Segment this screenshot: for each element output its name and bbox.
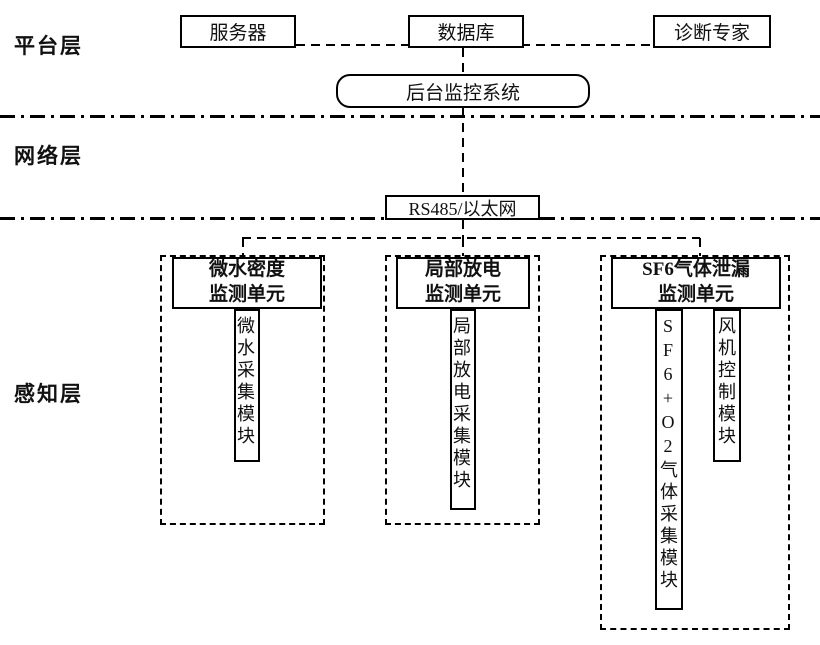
- connector-bus-distribution: [462, 220, 464, 238]
- module-partial-discharge-collect: 局部放电采集模块: [450, 309, 476, 510]
- unit-partial-discharge: [385, 255, 540, 525]
- unit-sf6-leak: [600, 255, 790, 630]
- connector-monitor-bus: [462, 108, 464, 196]
- bus-label: RS485/以太网: [408, 198, 517, 219]
- server-label: 服务器: [209, 23, 267, 44]
- distribution-line: [242, 237, 700, 239]
- unit-micro-water-header: 微水密度 监测单元: [172, 257, 322, 309]
- bus-box: RS485/以太网: [385, 195, 540, 220]
- layer-label-perception: 感知层: [14, 382, 83, 406]
- module-micro-water-collect: 微水采集模块: [234, 309, 260, 462]
- connector-database-monitor: [462, 48, 464, 75]
- unit-sf6-leak-header: SF6气体泄漏 监测单元: [611, 257, 781, 309]
- divider-platform-network: [0, 115, 820, 118]
- diagnosis-expert-label: 诊断专家: [673, 23, 750, 44]
- layer-label-platform: 平台层: [14, 34, 83, 58]
- server-box: 服务器: [180, 15, 296, 48]
- database-box: 数据库: [408, 15, 524, 48]
- drop-to-unit-2: [462, 238, 464, 256]
- database-label: 数据库: [437, 23, 495, 44]
- drop-to-unit-1: [242, 238, 244, 256]
- module-sf6-o2-gas-collect: SF6+O2气体采集模块: [655, 309, 683, 610]
- module-fan-control: 风机控制模块: [713, 309, 741, 462]
- drop-to-unit-3: [699, 238, 701, 256]
- unit-partial-discharge-header: 局部放电 监测单元: [396, 257, 530, 309]
- unit-micro-water: [160, 255, 325, 525]
- monitor-system-box: 后台监控系统: [336, 74, 590, 108]
- diagnosis-expert-box: 诊断专家: [653, 15, 771, 48]
- layer-label-network: 网络层: [14, 144, 83, 168]
- monitor-system-label: 后台监控系统: [405, 82, 520, 104]
